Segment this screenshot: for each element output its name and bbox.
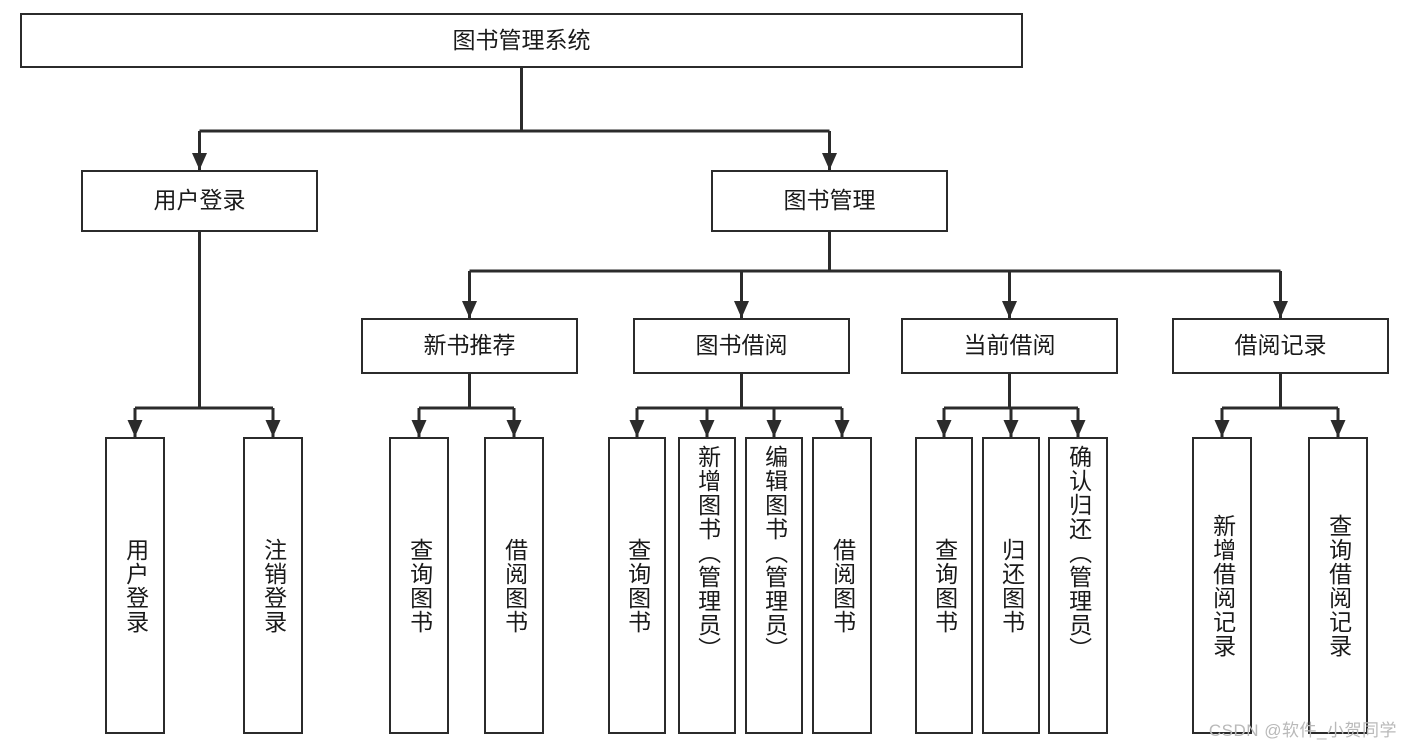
node-label-leaf-query-record: 查询借阅记录 <box>1325 513 1352 658</box>
arrowhead-book-manage-1 <box>734 301 749 318</box>
node-current-borrow[interactable]: 当前借阅 <box>901 318 1118 374</box>
arrowhead-new-book-rec-1 <box>506 420 522 437</box>
node-label-current-borrow: 当前借阅 <box>963 332 1056 359</box>
arrowhead-current-borrow-2 <box>1070 420 1086 437</box>
node-leaf-return-book[interactable]: 归还图书 <box>982 437 1040 734</box>
watermark-label: CSDN @软件_小贺同学 <box>1208 721 1397 740</box>
node-leaf-query-record[interactable]: 查询借阅记录 <box>1308 437 1368 734</box>
arrowhead-new-book-rec-0 <box>411 420 427 437</box>
node-leaf-edit-book[interactable]: 编辑图书（管理员） <box>745 437 803 734</box>
arrowhead-current-borrow-1 <box>1003 420 1019 437</box>
arrowhead-root-0 <box>192 153 207 170</box>
node-label-leaf-return-book: 归还图书 <box>998 537 1025 634</box>
arrowhead-root-1 <box>822 153 837 170</box>
node-leaf-logout[interactable]: 注销登录 <box>243 437 303 734</box>
node-leaf-borrow-book-1[interactable]: 借阅图书 <box>484 437 544 734</box>
node-user-login[interactable]: 用户登录 <box>81 170 318 232</box>
node-root[interactable]: 图书管理系统 <box>20 13 1023 68</box>
node-label-leaf-query-book-1: 查询图书 <box>406 537 433 634</box>
arrowhead-user-login-0 <box>127 420 143 437</box>
node-label-root: 图书管理系统 <box>452 26 591 53</box>
node-label-book-borrow: 图书借阅 <box>695 332 788 359</box>
node-book-borrow[interactable]: 图书借阅 <box>633 318 850 374</box>
node-label-leaf-add-record: 新增借阅记录 <box>1209 513 1236 658</box>
node-label-leaf-confirm-return: 确认归还（管理员） <box>1065 445 1092 661</box>
arrowhead-borrow-record-0 <box>1214 420 1230 437</box>
arrowhead-borrow-record-1 <box>1330 420 1346 437</box>
arrowhead-current-borrow-0 <box>936 420 952 437</box>
node-label-borrow-record: 借阅记录 <box>1234 332 1327 359</box>
node-label-leaf-borrow-book-2: 借阅图书 <box>829 537 856 634</box>
arrowhead-book-borrow-2 <box>766 420 782 437</box>
arrowhead-user-login-1 <box>265 420 281 437</box>
node-label-leaf-add-book: 新增图书（管理员） <box>694 445 721 661</box>
node-borrow-record[interactable]: 借阅记录 <box>1172 318 1389 374</box>
node-new-book-rec[interactable]: 新书推荐 <box>361 318 578 374</box>
node-label-leaf-edit-book: 编辑图书（管理员） <box>761 445 788 661</box>
node-label-leaf-logout: 注销登录 <box>260 537 287 634</box>
node-label-leaf-query-book-3: 查询图书 <box>931 537 958 634</box>
node-book-manage[interactable]: 图书管理 <box>711 170 948 232</box>
arrowhead-book-borrow-1 <box>699 420 715 437</box>
node-leaf-confirm-return[interactable]: 确认归还（管理员） <box>1048 437 1108 734</box>
node-label-leaf-query-book-2: 查询图书 <box>624 537 651 634</box>
arrowhead-book-manage-0 <box>462 301 477 318</box>
arrowhead-book-manage-3 <box>1273 301 1288 318</box>
node-leaf-query-book-1[interactable]: 查询图书 <box>389 437 449 734</box>
node-label-book-manage: 图书管理 <box>783 187 876 214</box>
node-label-new-book-rec: 新书推荐 <box>423 332 516 359</box>
node-leaf-borrow-book-2[interactable]: 借阅图书 <box>812 437 872 734</box>
arrowhead-book-borrow-3 <box>834 420 850 437</box>
node-leaf-add-record[interactable]: 新增借阅记录 <box>1192 437 1252 734</box>
arrowhead-book-manage-2 <box>1002 301 1017 318</box>
arrowhead-book-borrow-0 <box>629 420 645 437</box>
node-leaf-query-book-2[interactable]: 查询图书 <box>608 437 666 734</box>
node-leaf-user-login[interactable]: 用户登录 <box>105 437 165 734</box>
node-label-leaf-borrow-book-1: 借阅图书 <box>501 537 528 634</box>
node-label-leaf-user-login: 用户登录 <box>122 537 149 634</box>
node-leaf-add-book[interactable]: 新增图书（管理员） <box>678 437 736 734</box>
node-label-user-login: 用户登录 <box>153 187 246 214</box>
node-leaf-query-book-3[interactable]: 查询图书 <box>915 437 973 734</box>
